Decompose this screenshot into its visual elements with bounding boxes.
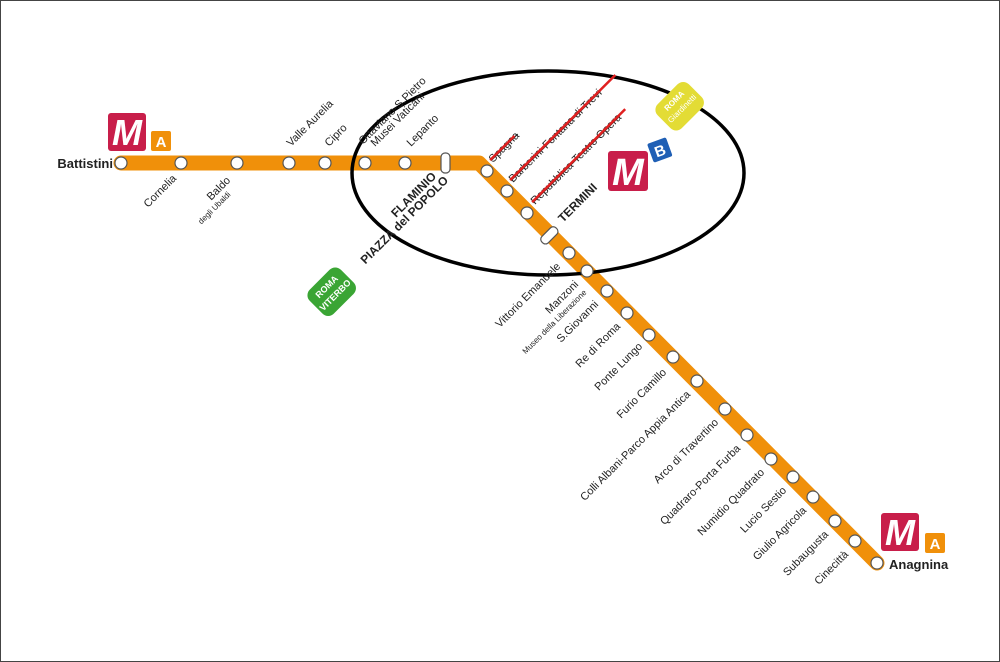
station-marker-vittorio[interactable] <box>562 246 576 260</box>
metro-logo-battistini: M <box>108 112 146 153</box>
station-marker-cinecitta[interactable] <box>848 534 862 548</box>
station-label-porta-furba: Quadraro-Porta Furba <box>658 442 744 528</box>
stations-layer <box>114 152 884 570</box>
line-a-letter: A <box>930 536 941 553</box>
station-marker-subaugusta[interactable] <box>828 514 842 528</box>
station-marker-repubblica[interactable] <box>520 206 534 220</box>
station-marker-baldo[interactable] <box>230 156 244 170</box>
station-marker-spagna[interactable] <box>480 164 494 178</box>
closed-strike-repubblica <box>531 108 627 204</box>
closed-strike-barberini <box>509 74 617 182</box>
station-marker-termini[interactable] <box>539 225 560 246</box>
closed-strike-spagna <box>489 135 516 162</box>
station-marker-arco-travertino[interactable] <box>718 402 732 416</box>
station-label-anagnina: Anagnina <box>889 557 949 572</box>
station-label-cipro: Cipro <box>323 122 350 149</box>
station-marker-cipro[interactable] <box>318 156 332 170</box>
line-b-badge-termini: B <box>647 137 673 163</box>
station-marker-furio-camillo[interactable] <box>666 350 680 364</box>
station-marker-manzoni[interactable] <box>580 264 594 278</box>
station-marker-colli-albani[interactable] <box>690 374 704 388</box>
station-marker-flaminio[interactable] <box>440 152 451 174</box>
station-marker-lepanto[interactable] <box>398 156 412 170</box>
metro-logo-letter: M <box>112 112 143 153</box>
station-marker-lucio-sestio[interactable] <box>786 470 800 484</box>
station-marker-ottaviano[interactable] <box>358 156 372 170</box>
line-a-letter: A <box>156 134 167 151</box>
station-marker-re-di-roma[interactable] <box>620 306 634 320</box>
highlight-circle <box>350 69 746 277</box>
station-marker-porta-furba[interactable] <box>740 428 754 442</box>
line-a-badge-anagnina: A <box>925 533 945 553</box>
metro-logo-letter: M <box>612 152 645 194</box>
station-marker-battistini[interactable] <box>114 156 128 170</box>
station-label-lepanto: Lepanto <box>405 113 442 150</box>
station-label-battistini: Battistini <box>57 156 113 171</box>
metro-logo-letter: M <box>885 512 916 553</box>
station-marker-anagnina[interactable] <box>870 556 884 570</box>
station-marker-numidio[interactable] <box>764 452 778 466</box>
station-label-termini: TERMINI <box>555 180 600 225</box>
metro-logo-termini: M <box>608 151 648 194</box>
station-marker-ponte-lungo[interactable] <box>642 328 656 342</box>
roma-giardinetti-badge: ROMA Giardinetti <box>655 81 704 131</box>
station-marker-barberini[interactable] <box>500 184 514 198</box>
line-a-badge-battistini: A <box>151 131 171 151</box>
station-marker-s-giovanni[interactable] <box>600 284 614 298</box>
roma-viterbo-badge: ROMA VITERBO <box>307 267 356 316</box>
station-marker-valle-aurelia[interactable] <box>282 156 296 170</box>
station-label-cinecitta: Cinecittà <box>812 548 851 587</box>
station-marker-giulio-agricola[interactable] <box>806 490 820 504</box>
station-marker-cornelia[interactable] <box>174 156 188 170</box>
metro-logo-anagnina: M <box>881 512 919 553</box>
station-label-cornelia: Cornelia <box>142 172 180 210</box>
